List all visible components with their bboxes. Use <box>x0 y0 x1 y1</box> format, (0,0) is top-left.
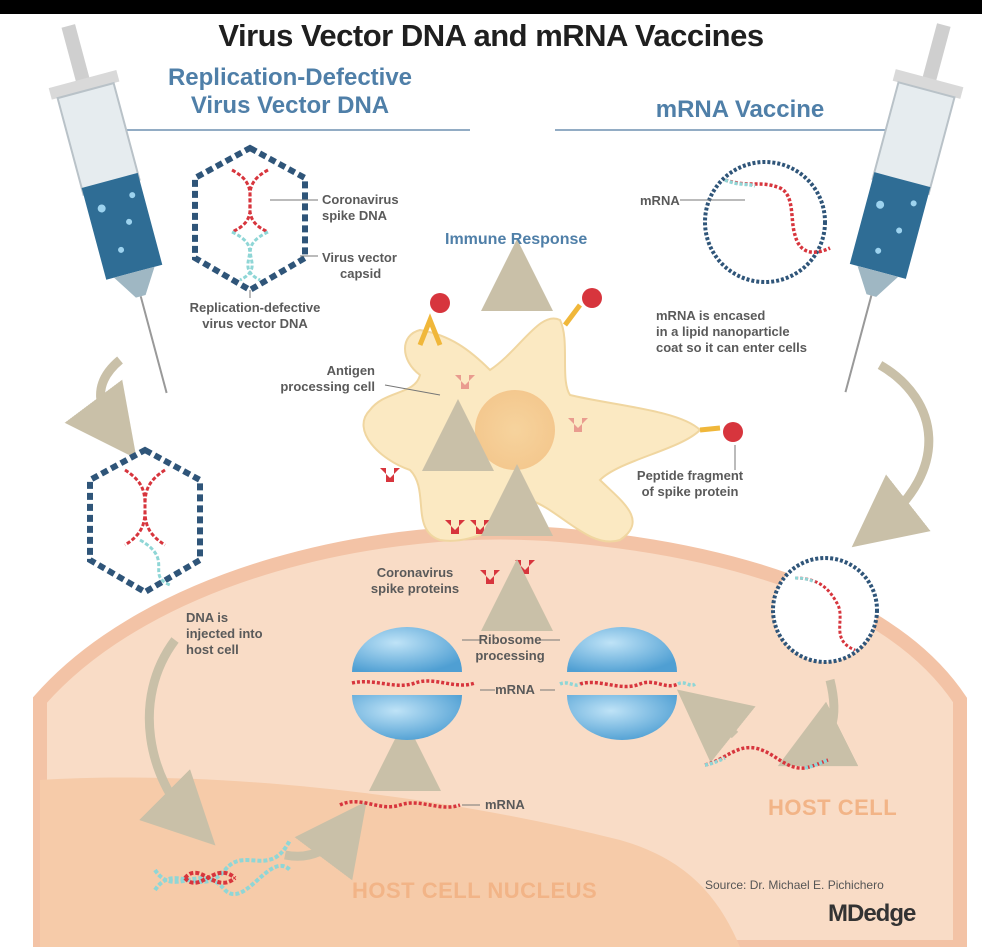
lipid-nanoparticle-entering <box>771 556 879 664</box>
label-mrna-nucleus: mRNA <box>485 797 525 812</box>
mdedge-logo: MDedge <box>828 900 916 927</box>
ribosome-right <box>567 627 677 740</box>
left-syringe-icon <box>48 24 168 394</box>
label-ribosome-processing: Ribosome processing <box>475 632 545 663</box>
right-header: mRNA Vaccine <box>655 96 825 123</box>
label-coronavirus-spike-proteins: Coronavirus spike proteins <box>370 565 460 596</box>
apc-receptor-right <box>699 422 743 442</box>
label-coronavirus-spike-dna: Coronavirus spike DNA <box>322 192 399 223</box>
lipid-nanoparticle <box>703 160 827 284</box>
label-host-cell-nucleus: HOST CELL NUCLEUS <box>352 878 598 903</box>
process-arrows <box>64 239 934 881</box>
label-replication-defective-dna: Replication-defective virus vector DNA <box>189 300 321 331</box>
label-virus-vector-capsid: Virus vector capsid <box>322 250 397 281</box>
apc-nucleus <box>475 390 555 470</box>
nucleus-dna-helix <box>153 839 292 897</box>
label-antigen-processing-cell: Antigen processing cell <box>280 363 375 394</box>
right-syringe-icon <box>844 23 964 393</box>
label-dna-injected: DNA is injected into host cell <box>186 610 263 657</box>
label-immune-response: Immune Response <box>445 231 588 248</box>
injected-capsid <box>87 446 203 596</box>
virus-vector-capsid <box>192 144 308 294</box>
apc-receptor-left <box>417 293 450 346</box>
source-credit: Source: Dr. Michael E. Pichichero <box>705 878 884 892</box>
label-peptide-fragment: Peptide fragment of spike protein <box>636 468 744 499</box>
label-host-cell: HOST CELL <box>768 795 898 820</box>
left-header-line2: Virus Vector DNA <box>190 92 390 119</box>
label-mrna-center: mRNA <box>495 682 535 697</box>
top-black-bar <box>0 0 982 14</box>
label-mrna-encased: mRNA is encased in a lipid nanoparticle … <box>656 308 808 355</box>
label-mrna-top: mRNA <box>640 193 680 208</box>
left-header-line1: Replication-Defective <box>167 64 413 91</box>
capsid-dna-helix <box>231 168 269 282</box>
ribosome-left <box>352 627 462 740</box>
left-header: Replication-Defective Virus Vector DNA <box>120 64 460 120</box>
apc-receptor-top <box>563 288 602 327</box>
page-title: Virus Vector DNA and mRNA Vaccines <box>218 18 764 53</box>
